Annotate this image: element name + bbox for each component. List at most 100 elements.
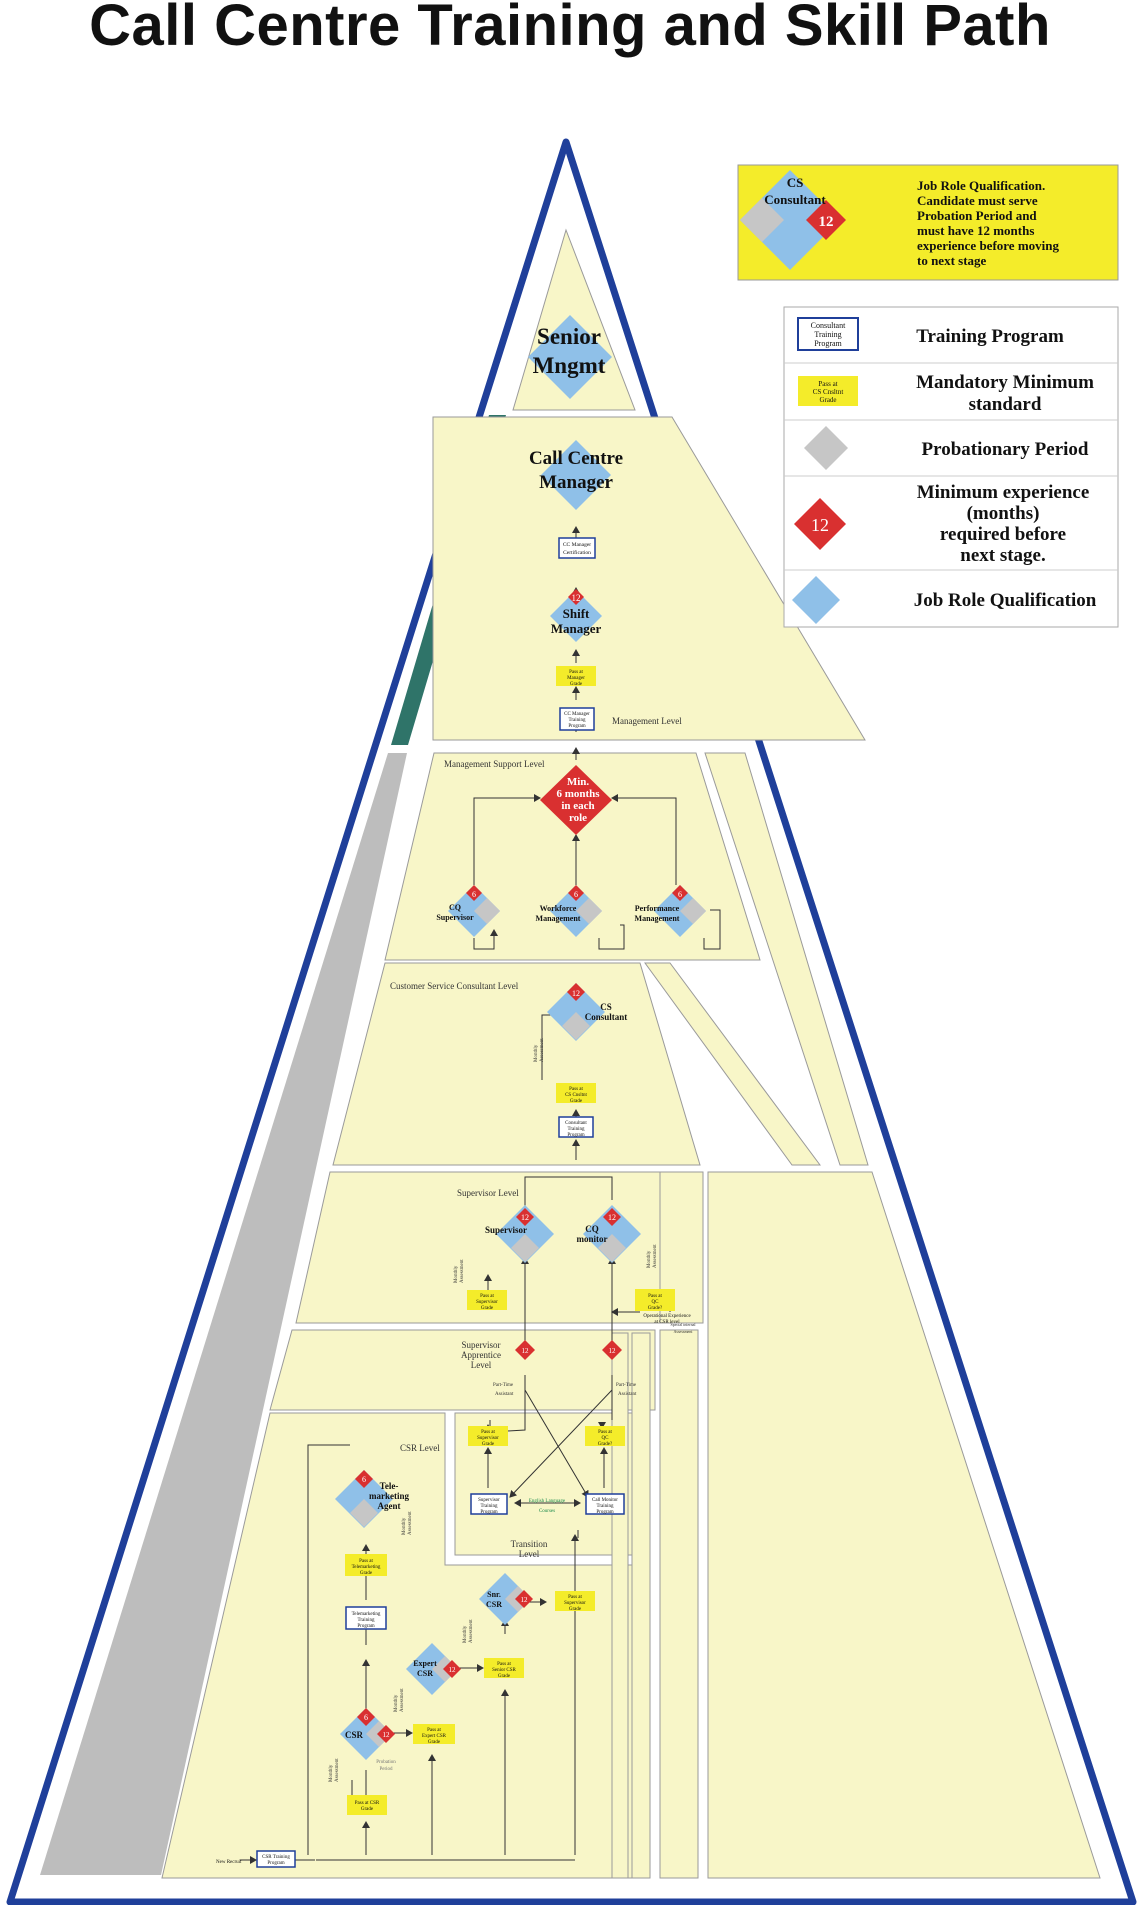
svg-text:Grade: Grade (361, 1807, 374, 1812)
svg-text:Program: Program (596, 1510, 613, 1515)
svg-text:Pass at: Pass at (497, 1662, 511, 1667)
cs-consultant-grade-standard: Pass at CS Cnsltnt Grade (556, 1083, 596, 1104)
consultant-training-box: Consultant Training Program (558, 1116, 594, 1138)
svg-text:Senior CSR: Senior CSR (492, 1668, 516, 1673)
support-band (40, 753, 407, 1875)
svg-text:in each: in each (561, 800, 594, 812)
supervisor-grade-standard-lower: Pass at Supervisor Grade (468, 1426, 508, 1447)
legend-qualification-icon (792, 576, 840, 624)
svg-text:12: 12 (811, 515, 829, 535)
svg-text:Manager: Manager (567, 676, 585, 681)
svg-text:Training: Training (596, 1504, 614, 1509)
svg-text:Performance: Performance (635, 904, 680, 913)
english-courses-2: Courses (539, 1509, 555, 1514)
svg-text:Snr.: Snr. (487, 1590, 501, 1599)
svg-text:marketing: marketing (369, 1491, 409, 1501)
svg-text:12: 12 (609, 1347, 617, 1355)
svg-text:Consultant: Consultant (565, 1121, 587, 1126)
svg-text:Pass at: Pass at (480, 1294, 494, 1299)
svg-text:Grade: Grade (819, 396, 836, 404)
key-role-line1: CS (787, 175, 804, 190)
tier-right-big (707, 1171, 1101, 1879)
english-courses-1: English Language (529, 1499, 566, 1504)
senior-csr-node: 12 Snr. CSR (479, 1573, 533, 1625)
tier-right-strip-3 (659, 1329, 699, 1879)
svg-text:Program: Program (814, 339, 842, 348)
svg-text:Program: Program (357, 1624, 374, 1629)
legend-item-qualification: Job Role Qualification (914, 590, 1097, 611)
svg-text:Workforce: Workforce (540, 904, 577, 913)
svg-text:Pass at: Pass at (569, 1087, 583, 1092)
svg-text:Training: Training (480, 1504, 498, 1509)
svg-text:Agent: Agent (378, 1501, 401, 1511)
svg-text:12: 12 (521, 1596, 529, 1604)
key-desc-5: experience before moving (917, 238, 1059, 253)
svg-text:Pass at: Pass at (598, 1430, 612, 1435)
level-apprentice-1: Supervisor (462, 1340, 501, 1350)
part-time-right-1: Part-Time (616, 1383, 637, 1388)
level-consultant: Customer Service Consultant Level (390, 981, 519, 991)
senior-management-node: Senior Mngmt (528, 315, 612, 399)
monthly-assessment-expert-1: Monthly (394, 1694, 399, 1712)
monthly-assessment-csr-2: Assessment (335, 1758, 340, 1782)
tier-right-strip-1 (611, 1332, 629, 1879)
svg-text:Certification: Certification (563, 549, 591, 556)
legend-item-experience-3: required before (940, 524, 1066, 545)
tier-consultant-right-strip (644, 962, 821, 1166)
svg-text:CSR: CSR (486, 1600, 502, 1609)
svg-text:12: 12 (608, 1213, 616, 1222)
svg-text:monitor: monitor (577, 1234, 608, 1244)
svg-text:QC: QC (602, 1436, 610, 1441)
svg-text:Program: Program (568, 724, 585, 729)
svg-text:6: 6 (678, 890, 682, 899)
legend-experience-icon (794, 498, 846, 550)
call-monitor-training-box: Call Monitor Training Program (585, 1493, 625, 1515)
svg-text:Min.: Min. (567, 776, 590, 788)
svg-text:Pass at: Pass at (648, 1294, 662, 1299)
key-desc-2: Candidate must serve (917, 193, 1038, 208)
svg-text:Pass at: Pass at (568, 1595, 582, 1600)
legend-training-program-icon: Consultant Training Program (797, 317, 859, 351)
apprentice-badge-right: 12 (602, 1340, 622, 1360)
monthly-assessment-csr-1: Monthly (329, 1764, 334, 1782)
svg-text:CS: CS (600, 1002, 612, 1012)
svg-text:Shift: Shift (563, 606, 590, 621)
level-apprentice-2: Apprentice (461, 1350, 501, 1360)
operational-experience-1: Operational Experience (643, 1314, 691, 1319)
svg-text:6: 6 (364, 1713, 368, 1722)
svg-text:12: 12 (572, 989, 580, 998)
monthly-assessment-expert-2: Assessment (400, 1688, 405, 1712)
svg-text:CQ: CQ (449, 903, 461, 912)
svg-text:Pass at: Pass at (481, 1430, 495, 1435)
special-assessment-1: Special internal (671, 1322, 697, 1327)
svg-text:6: 6 (362, 1475, 366, 1484)
svg-text:12: 12 (383, 1731, 391, 1739)
key-desc-6: to next stage (917, 253, 987, 268)
svg-text:Expert: Expert (413, 1659, 437, 1668)
svg-text:Training: Training (814, 330, 841, 339)
legend-item-standard-2: standard (969, 394, 1042, 415)
telemarketing-grade-standard: Pass at Telemarketing Grade (345, 1554, 387, 1576)
svg-text:Senior: Senior (537, 324, 601, 349)
senior-csr-grade-standard: Pass at Senior CSR Grade (484, 1658, 524, 1679)
manager-grade-standard: Pass at Manager Grade (556, 666, 596, 687)
svg-text:Management: Management (635, 914, 680, 923)
svg-text:Pass at CSR: Pass at CSR (355, 1801, 380, 1806)
svg-text:Supervisor: Supervisor (476, 1300, 498, 1305)
svg-text:Pass at: Pass at (359, 1559, 373, 1564)
svg-text:Consultant: Consultant (811, 321, 846, 330)
supervisor-grade-standard-csr: Pass at Supervisor Grade (555, 1591, 595, 1612)
cc-manager-training-box: CC Manager Training Program (559, 707, 595, 731)
svg-text:6 months: 6 months (556, 788, 600, 800)
monthly-assessment-cq-2: Assessment (653, 1244, 658, 1268)
cc-manager-certification-box: CC Manager Certification (558, 537, 596, 559)
svg-text:QC: QC (652, 1300, 660, 1305)
tier-consultant (332, 962, 701, 1166)
svg-text:Training: Training (568, 718, 586, 723)
qc-grade-standard-lower: Pass at QC Grade? (585, 1426, 625, 1447)
legend-item-probation: Probationary Period (922, 439, 1089, 460)
legend-item-experience-2: (months) (967, 503, 1040, 524)
supervisor-node: 12 Supervisor (485, 1205, 554, 1263)
svg-text:Manager: Manager (551, 621, 602, 636)
telemarketing-agent-node: 6 Tele- marketing Agent (335, 1470, 409, 1528)
